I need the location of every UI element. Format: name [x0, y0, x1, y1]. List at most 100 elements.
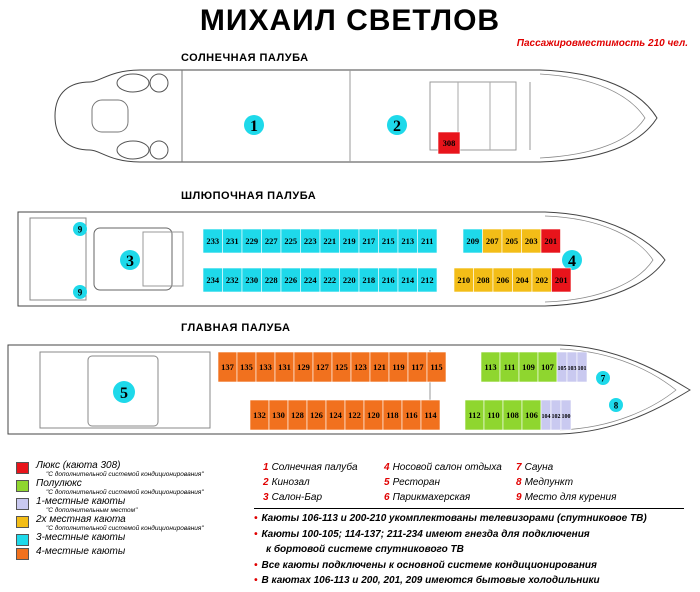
cabin-111[interactable]: 111	[499, 351, 520, 383]
cabin-number: 106	[525, 410, 538, 420]
cabin-129[interactable]: 129	[293, 351, 314, 383]
cabin-216[interactable]: 216	[378, 267, 399, 293]
cabin-number: 207	[486, 236, 500, 246]
legend-note: "С дополнительной системой кондициониров…	[46, 471, 204, 478]
cabin-203[interactable]: 203	[521, 228, 542, 254]
legend-item-lux: Люкс (каюта 308) "С дополнительной систе…	[16, 460, 254, 478]
cabin-230[interactable]: 230	[241, 267, 262, 293]
cabin-102[interactable]: 102	[550, 399, 562, 431]
cabin-137[interactable]: 137	[217, 351, 238, 383]
cabin-106[interactable]: 106	[521, 399, 542, 431]
cabin-112[interactable]: 112	[464, 399, 485, 431]
cabin-number: 202	[535, 275, 548, 285]
cabin-101[interactable]: 101	[576, 351, 588, 383]
cabin-206[interactable]: 206	[492, 267, 513, 293]
cabin-109[interactable]: 109	[518, 351, 539, 383]
cabin-116[interactable]: 116	[401, 399, 422, 431]
cabin-108[interactable]: 108	[502, 399, 523, 431]
cabin-113[interactable]: 113	[480, 351, 501, 383]
cabin-114[interactable]: 114	[420, 399, 441, 431]
svg-text:8: 8	[614, 401, 619, 411]
cabin-110[interactable]: 110	[483, 399, 504, 431]
cabin-215[interactable]: 215	[378, 228, 399, 254]
cabin-212[interactable]: 212	[417, 267, 438, 293]
cabin-130[interactable]: 130	[268, 399, 289, 431]
cabin-201[interactable]: 201	[540, 228, 561, 254]
cabin-number: 121	[373, 362, 386, 372]
cabin-209[interactable]: 209	[462, 228, 483, 254]
cabin-121[interactable]: 121	[369, 351, 390, 383]
cabin-219[interactable]: 219	[339, 228, 360, 254]
cabin-number: 135	[240, 362, 253, 372]
legend-swatch	[16, 498, 29, 510]
cabin-207[interactable]: 207	[482, 228, 503, 254]
cabin-number: 212	[421, 275, 434, 285]
cabin-125[interactable]: 125	[331, 351, 352, 383]
cabin-126[interactable]: 126	[306, 399, 327, 431]
cabin-201[interactable]: 201	[551, 267, 572, 293]
cabin-229[interactable]: 229	[241, 228, 262, 254]
cabin-211[interactable]: 211	[417, 228, 438, 254]
cabin-133[interactable]: 133	[255, 351, 276, 383]
cabin-222[interactable]: 222	[319, 267, 340, 293]
cabin-202[interactable]: 202	[531, 267, 552, 293]
svg-text:5: 5	[120, 385, 128, 402]
zone-marker-2: 2	[387, 115, 407, 135]
cabin-210[interactable]: 210	[453, 267, 474, 293]
cabin-220[interactable]: 220	[339, 267, 360, 293]
cabin-115[interactable]: 115	[426, 351, 447, 383]
cabin-105[interactable]: 105	[556, 351, 568, 383]
cabin-226[interactable]: 226	[280, 267, 301, 293]
cabin-104[interactable]: 104	[540, 399, 552, 431]
cabin-number: 125	[335, 362, 348, 372]
cabin-221[interactable]: 221	[319, 228, 340, 254]
cabin-228[interactable]: 228	[261, 267, 282, 293]
cabin-135[interactable]: 135	[236, 351, 257, 383]
cabin-107[interactable]: 107	[537, 351, 558, 383]
cabin-118[interactable]: 118	[382, 399, 403, 431]
cabin-231[interactable]: 231	[222, 228, 243, 254]
cabin-233[interactable]: 233	[202, 228, 223, 254]
cabin-208[interactable]: 208	[473, 267, 494, 293]
cabin-214[interactable]: 214	[397, 267, 418, 293]
zone-marker-8: 8	[609, 398, 623, 412]
cabin-120[interactable]: 120	[363, 399, 384, 431]
cabin-124[interactable]: 124	[325, 399, 346, 431]
cabin-123[interactable]: 123	[350, 351, 371, 383]
svg-text:1: 1	[250, 118, 258, 135]
cabin-103[interactable]: 103	[566, 351, 578, 383]
legend-label: 2х местная каюта	[36, 514, 126, 525]
cabin-number: 222	[323, 275, 336, 285]
cabin-213[interactable]: 213	[397, 228, 418, 254]
legend-swatch	[16, 548, 29, 560]
cabin-224[interactable]: 224	[300, 267, 321, 293]
cabin-number: 223	[304, 236, 317, 246]
cabin-100[interactable]: 100	[560, 399, 572, 431]
cabin-122[interactable]: 122	[344, 399, 365, 431]
svg-text:9: 9	[78, 225, 83, 235]
zone-marker-1: 1	[244, 115, 264, 135]
cabin-117[interactable]: 117	[407, 351, 428, 383]
cabin-205[interactable]: 205	[501, 228, 522, 254]
cabin-218[interactable]: 218	[358, 267, 379, 293]
cabin-217[interactable]: 217	[358, 228, 379, 254]
cabin-128[interactable]: 128	[287, 399, 308, 431]
cabin-119[interactable]: 119	[388, 351, 409, 383]
cabin-127[interactable]: 127	[312, 351, 333, 383]
cabin-227[interactable]: 227	[261, 228, 282, 254]
cabin-number: 129	[297, 362, 310, 372]
cabin-number: 209	[466, 236, 479, 246]
cabin-number: 107	[541, 362, 555, 372]
cabin-225[interactable]: 225	[280, 228, 301, 254]
cabin-234[interactable]: 234	[202, 267, 223, 293]
note-item: •Все каюты подключены к основной системе…	[254, 559, 597, 571]
cabin-232[interactable]: 232	[222, 267, 243, 293]
cabin-204[interactable]: 204	[512, 267, 533, 293]
cabin-131[interactable]: 131	[274, 351, 295, 383]
cabin-308[interactable]: 308	[437, 131, 461, 155]
legend-label: 4-местные каюты	[36, 546, 126, 557]
cabin-132[interactable]: 132	[249, 399, 270, 431]
zone-marker-7: 7	[596, 371, 610, 385]
cabin-223[interactable]: 223	[300, 228, 321, 254]
